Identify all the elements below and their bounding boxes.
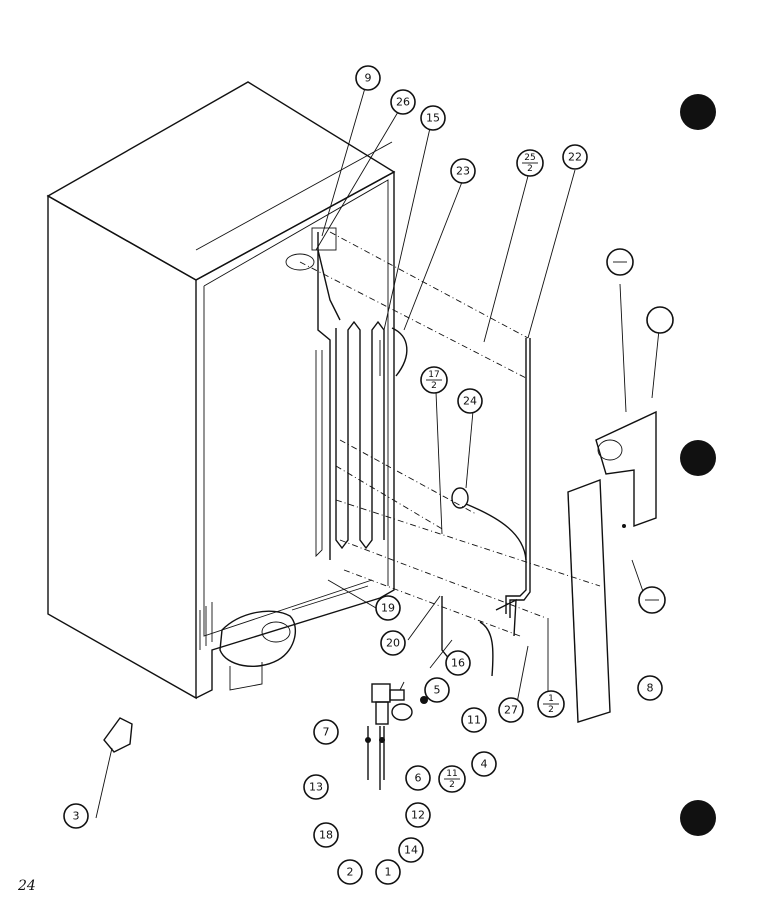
callout-label: 19 [381,602,395,615]
callout-18: 18 [313,822,339,848]
wire-harness [451,487,527,561]
callout-label: 15 [426,112,440,125]
callout-label: 12 [411,809,425,822]
callout-label: 22 [568,151,582,164]
callout-bottom: 2 [548,705,554,715]
callout-16: 16 [445,650,471,676]
leader-lines [299,87,661,709]
compressor [219,585,369,691]
callout-label: 3 [73,810,80,823]
callout-label: 7 [323,726,330,739]
callout-25-2: 25 2 [516,149,544,177]
callout-14: 14 [398,837,424,863]
callout-label: 16 [451,657,465,670]
callout-bottom: 2 [431,381,437,391]
callout-8: 8 [637,675,663,701]
callout-24: 24 [457,388,483,414]
callout-label: 2 [347,866,354,879]
callout-11: 11 [461,707,487,733]
callout-label: 23 [456,165,470,178]
refrigerator-cabinet [46,81,396,700]
callout-19: 19 [375,595,401,621]
callout-22: 22 [562,144,588,170]
callout-26: 26 [390,89,416,115]
callout-top: 25 [524,153,535,163]
callout-label: 4 [481,758,488,771]
callout-label: 5 [434,684,441,697]
callout-12: 12 [405,802,431,828]
callout-label: 24 [463,395,477,408]
page-number: 24 [18,878,36,894]
callout-27: 27 [498,697,524,723]
binder-hole-bottom [680,800,716,836]
callout-bottom: 2 [449,780,455,790]
callout-label: 18 [319,829,333,842]
callout-7: 7 [313,719,339,745]
callout-2: 2 [337,859,363,885]
callout-label: 14 [404,844,418,857]
callout-15: 15 [420,105,446,131]
callout-unlabeled [638,586,666,614]
callout-4: 4 [471,751,497,777]
callout-1-2: 1 2 [537,690,565,718]
binder-hole-middle [680,440,716,476]
callout-label: 26 [396,96,410,109]
callout-top: 1 [548,694,554,704]
callout-17-2: 17 2 [420,366,448,394]
callout-unlabeled [606,248,634,276]
callout-top: 17 [428,370,439,380]
callout-top: 11 [446,769,457,779]
callout-unlabeled [646,306,674,334]
callout-label: 20 [386,637,400,650]
callout-20: 20 [380,630,406,656]
callout-label: 6 [415,772,422,785]
callout-6: 6 [405,765,431,791]
callout-label: 9 [365,72,372,85]
callout-9: 9 [355,65,381,91]
callout-bottom: 2 [527,164,533,174]
callout-label: 13 [309,781,323,794]
callout-5: 5 [424,677,450,703]
water-valve-assembly [365,681,428,790]
callout-label: 11 [467,714,481,727]
callout-label: 8 [647,682,654,695]
binder-hole-top [680,94,716,130]
callout-1: 1 [375,859,401,885]
condenser-coil [285,227,408,560]
callout-11-2: 11 2 [438,765,466,793]
part-3 [95,717,133,819]
upper-panel [595,410,657,528]
tube-22 [505,338,531,618]
callout-label: 1 [385,866,392,879]
callout-13: 13 [303,774,329,800]
callout-label: 27 [504,704,518,717]
callout-23: 23 [450,158,476,184]
callout-3: 3 [63,803,89,829]
lower-panel [567,479,611,723]
